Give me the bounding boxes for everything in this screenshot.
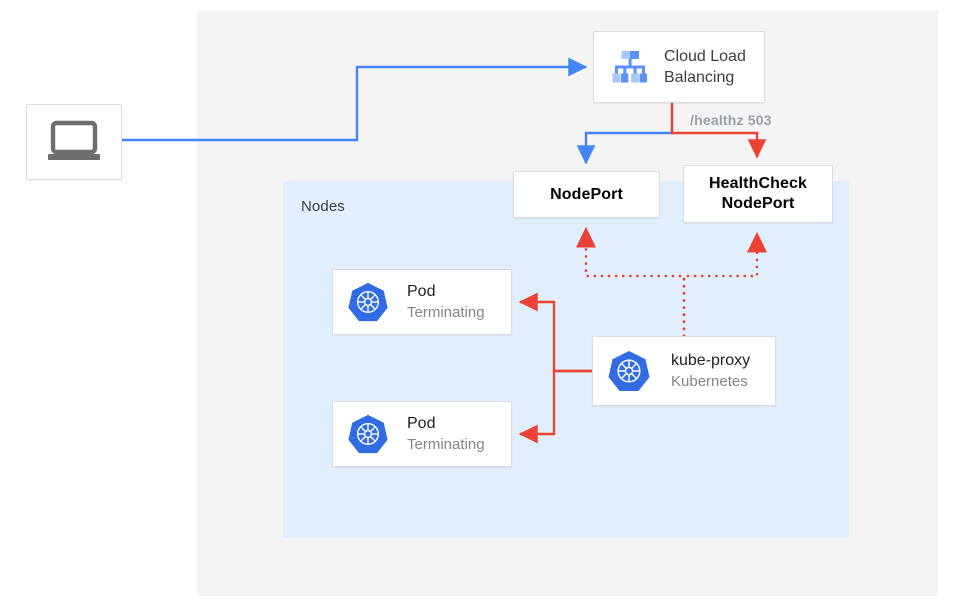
pod-subtitle-2: Terminating — [407, 436, 485, 453]
healthcheck-nodeport-label-line1: HealthCheck — [708, 175, 808, 192]
laptop-icon — [45, 120, 103, 164]
pod-text-1: Pod Terminating — [407, 281, 485, 323]
cloud-load-balancing-title-line2: Balancing — [664, 69, 735, 86]
healthz-edge-label: /healthz 503 — [690, 112, 772, 128]
healthcheck-nodeport-node: HealthCheck NodePort — [683, 165, 833, 223]
kube-proxy-subtitle: Kubernetes — [671, 373, 748, 390]
nodes-region-label: Nodes — [301, 198, 345, 215]
kubernetes-icon — [345, 279, 391, 325]
client-node — [26, 104, 122, 180]
cloud-load-balancing-node: Cloud Load Balancing — [593, 31, 765, 103]
cloud-load-balancing-icon — [604, 41, 656, 93]
pod-node-1: Pod Terminating — [332, 269, 512, 335]
kubernetes-icon — [345, 411, 391, 457]
cloud-load-balancing-text: Cloud Load Balancing — [664, 46, 746, 88]
pod-text-2: Pod Terminating — [407, 413, 485, 455]
cloud-load-balancing-title-line1: Cloud Load — [664, 48, 746, 65]
nodeport-node: NodePort — [513, 171, 660, 218]
nodeport-label: NodePort — [550, 185, 623, 203]
pod-title-2: Pod — [407, 415, 436, 432]
kube-proxy-title: kube-proxy — [671, 352, 751, 369]
kubernetes-icon — [605, 347, 653, 395]
pod-subtitle-1: Terminating — [407, 304, 485, 321]
pod-node-2: Pod Terminating — [332, 401, 512, 467]
kube-proxy-node: kube-proxy Kubernetes — [592, 336, 776, 406]
healthcheck-nodeport-label-line2: NodePort — [721, 195, 795, 212]
pod-title-1: Pod — [407, 283, 436, 300]
kube-proxy-text: kube-proxy Kubernetes — [671, 350, 750, 392]
